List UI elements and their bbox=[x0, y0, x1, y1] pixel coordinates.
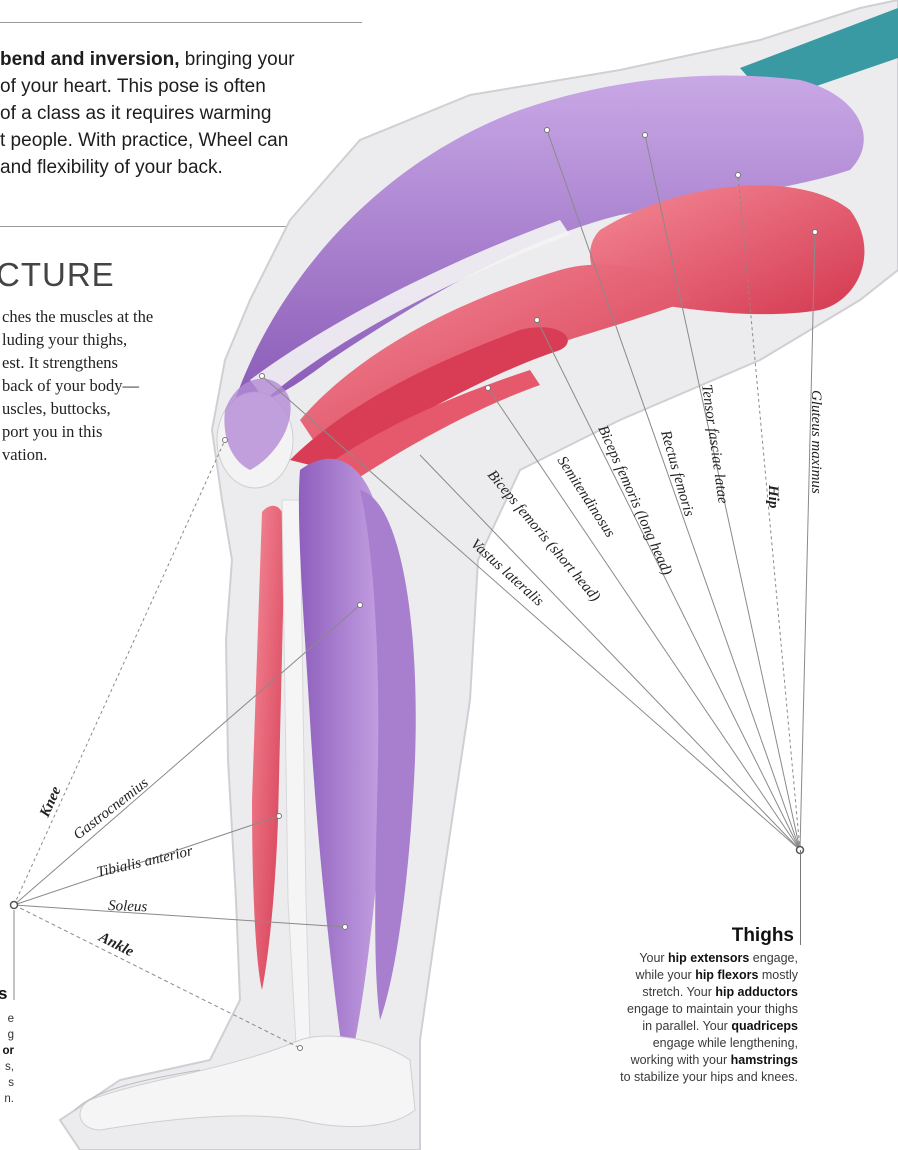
thighs-caption-emphasis: hip extensors bbox=[668, 951, 749, 965]
thighs-caption-line: working with your hamstrings bbox=[538, 1052, 798, 1069]
thighs-caption-run: stretch. Your bbox=[642, 985, 715, 999]
thighs-caption-emphasis: hip adductors bbox=[715, 985, 798, 999]
thighs-caption-run: engage, bbox=[749, 951, 798, 965]
left-caption-title: s bbox=[0, 984, 7, 1004]
thighs-caption-run: engage while lengthening, bbox=[653, 1036, 798, 1050]
thighs-caption-run: engage to maintain your thighs bbox=[627, 1002, 798, 1016]
thighs-caption-title: Thighs bbox=[732, 925, 794, 947]
label-gastrocnemius: Gastrocnemius bbox=[71, 775, 152, 843]
left-caption-line: s bbox=[0, 1075, 14, 1091]
thighs-caption-run: while your bbox=[635, 968, 695, 982]
label-rectus-femoris: Rectus femoris bbox=[657, 428, 697, 519]
thighs-caption-run: to stabilize your hips and knees. bbox=[620, 1070, 798, 1084]
thighs-caption-line: stretch. Your hip adductors bbox=[538, 984, 798, 1001]
left-caption-text: e g or s, s n. bbox=[0, 1011, 14, 1107]
thighs-caption-line: while your hip flexors mostly bbox=[538, 967, 798, 984]
left-caption-line: or bbox=[0, 1043, 14, 1059]
leader-biceps-short bbox=[420, 455, 800, 850]
thighs-caption-line: to stabilize your hips and knees. bbox=[538, 1069, 798, 1086]
left-caption-line: n. bbox=[0, 1091, 14, 1107]
label-hip: Hip bbox=[765, 484, 781, 509]
thighs-caption-line: engage to maintain your thighs bbox=[538, 1001, 798, 1018]
label-vastus-lateralis: Vastus lateralis bbox=[467, 536, 546, 610]
thighs-caption-emphasis: hamstrings bbox=[731, 1053, 798, 1067]
leader-semitendinosus bbox=[488, 388, 800, 850]
label-gluteus-maximus: Gluteus maximus bbox=[808, 390, 824, 494]
left-caption-line: g bbox=[0, 1027, 14, 1043]
thighs-caption-run: mostly bbox=[758, 968, 798, 982]
thighs-caption-line: in parallel. Your quadriceps bbox=[538, 1018, 798, 1035]
label-soleus: Soleus bbox=[108, 898, 148, 915]
lower-anchor-point bbox=[11, 902, 18, 909]
thighs-caption-emphasis: hip flexors bbox=[695, 968, 758, 982]
thighs-caption-text: Your hip extensors engage,while your hip… bbox=[538, 950, 798, 1086]
left-caption-line: e bbox=[0, 1011, 14, 1027]
label-tibialis-anterior: Tibialis anterior bbox=[95, 843, 194, 881]
thighs-caption-line: engage while lengthening, bbox=[538, 1035, 798, 1052]
thighs-caption-run: working with your bbox=[631, 1053, 731, 1067]
thighs-caption-run: in parallel. Your bbox=[642, 1019, 731, 1033]
label-tensor-fasciae-latae: Tensor fasciae latae bbox=[698, 383, 731, 505]
label-semitendinosus: Semitendinosus bbox=[554, 453, 618, 540]
thighs-caption-run: Your bbox=[639, 951, 668, 965]
thighs-caption-emphasis: quadriceps bbox=[731, 1019, 798, 1033]
left-caption-line: s, bbox=[0, 1059, 14, 1075]
thighs-caption-bar bbox=[800, 850, 801, 945]
label-knee: Knee bbox=[37, 784, 65, 821]
leader-knee bbox=[14, 440, 225, 905]
thighs-caption-line: Your hip extensors engage, bbox=[538, 950, 798, 967]
